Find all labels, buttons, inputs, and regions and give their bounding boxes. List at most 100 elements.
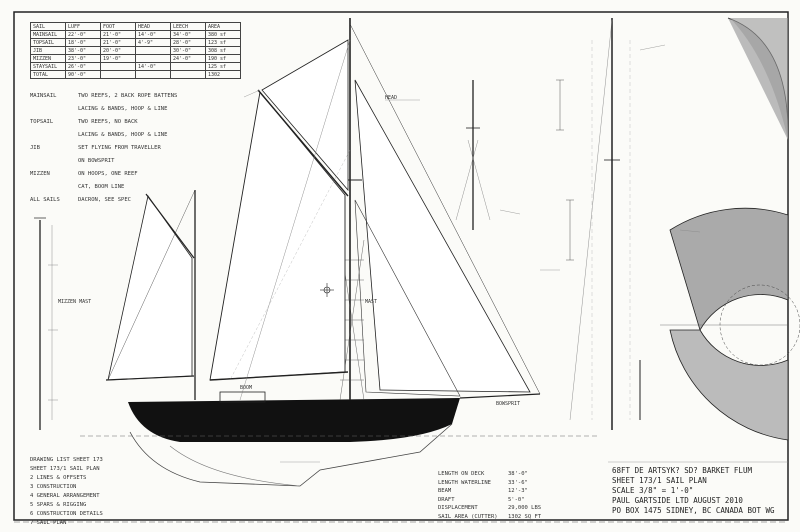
note-row: LACING & BANDS, HOOP & LINE — [30, 129, 177, 142]
note-row: TOPSAIL TWO REEFS, NO BACK — [30, 116, 177, 129]
note-key: TOPSAIL — [30, 119, 54, 125]
annotation-label: BOOM — [240, 385, 253, 391]
dimension-key: SAIL AREA (CUTTER) — [438, 513, 498, 520]
table-cell: 22'-0" — [65, 30, 101, 39]
title-line: SHEET 173/1 SAIL PLAN — [612, 476, 707, 485]
title-block: 68FT DE ARTSYK? SD? BARKET FLUM SHEET 17… — [612, 466, 797, 516]
list-item: 4 GENERAL ARRANGEMENT — [30, 493, 100, 499]
hull-topsides — [128, 398, 460, 442]
table-cell: AREA — [205, 22, 241, 31]
table-cell: SAIL — [30, 22, 66, 31]
note-key: ALL SAILS — [30, 197, 60, 203]
table-cell: MIZZEN — [30, 54, 66, 63]
mast-taper-line — [569, 19, 613, 421]
table-cell: TOTAL — [30, 70, 66, 79]
table-row: TOTAL 90'-0" 1302 — [30, 70, 241, 79]
list-item: 3 CONSTRUCTION — [30, 484, 77, 490]
table-cell: 1302 — [205, 70, 241, 79]
list-item: 6 CONSTRUCTION DETAILS — [30, 511, 103, 517]
list-item: DRAWING LIST SHEET 173 — [30, 457, 103, 463]
table-cell: MAINSAIL — [30, 30, 66, 39]
table-cell — [135, 54, 171, 63]
table-row: MAINSAIL 22'-0" 21'-0" 14'-0" 34'-0" 380… — [30, 30, 241, 39]
note-row: ON BOWSPRIT — [30, 155, 177, 168]
table-cell: LUFF — [65, 22, 101, 31]
dimension-row: SAIL AREA (CUTTER)1302 SQ FT — [438, 513, 541, 522]
annotation-label: MIZZEN MAST — [58, 299, 92, 305]
dimension-row: BEAM 12'-3" — [438, 487, 541, 496]
sail-area-table: SAIL LUFF FOOT HEAD LEECH AREA MAINSAIL … — [30, 22, 241, 79]
hull-underbody — [129, 423, 453, 487]
keel-line — [169, 445, 301, 487]
note-value: DACRON, SEE SPEC — [78, 197, 131, 203]
table-cell: 30'-0" — [170, 46, 206, 55]
annotation-label: HEAD — [385, 95, 398, 101]
dimension-key: DISPLACEMENT — [438, 505, 478, 511]
dimension-key: BEAM — [438, 488, 452, 494]
table-cell: 20'-0" — [100, 46, 136, 55]
table-row: MIZZEN 23'-0" 19'-0" 24'-0" 190 sf — [30, 54, 241, 63]
mast-ring-section-lower — [669, 329, 789, 441]
dimension-value: 12'-3" — [508, 488, 528, 494]
table-cell: TOPSAIL — [30, 38, 66, 47]
drawing-list: DRAWING LIST SHEET 173 SHEET 173/1 SAIL … — [30, 456, 103, 528]
note-key — [30, 103, 78, 116]
reef-line — [229, 149, 351, 381]
list-item: 5 SPARS & RIGGING — [30, 502, 87, 508]
table-cell: 28'-0" — [170, 38, 206, 47]
annotation-label: MAST — [365, 299, 378, 305]
note-key: MAINSAIL — [30, 93, 57, 99]
note-key — [30, 129, 78, 142]
table-cell: 23'-0" — [65, 54, 101, 63]
staysail — [354, 199, 461, 397]
note-value: LACING & BANDS, HOOP & LINE — [78, 106, 168, 112]
table-cell: 190 sf — [205, 54, 241, 63]
list-item: 2 LINES & OFFSETS — [30, 475, 87, 481]
table-cell: 90'-0" — [65, 70, 101, 79]
table-cell: 19'-0" — [100, 54, 136, 63]
annotation-label: BOWSPRIT — [496, 401, 521, 407]
note-value: SET FLYING FROM TRAVELLER — [78, 145, 161, 151]
centre-of-effort-mark — [320, 283, 334, 297]
note-value: LACING & BANDS, HOOP & LINE — [78, 132, 168, 138]
dimension-ticks — [556, 79, 574, 261]
table-cell — [170, 62, 206, 71]
note-value: CAT, BOOM LINE — [78, 184, 125, 190]
dimension-key: DRAFT — [438, 496, 455, 503]
table-cell: 38'-0" — [65, 46, 101, 55]
main-boom — [209, 371, 349, 381]
title-line: 68FT DE ARTSYK? SD? BARKET FLUM — [612, 466, 752, 475]
forestay — [349, 23, 541, 395]
table-cell: LEECH — [170, 22, 206, 31]
list-item: SHEET 173/1 SAIL PLAN — [30, 466, 100, 472]
table-row: SAIL LUFF FOOT HEAD LEECH AREA — [30, 22, 241, 31]
table-cell: 308 sf — [205, 46, 241, 55]
table-cell — [100, 62, 136, 71]
main-gaff — [257, 89, 349, 197]
leader-lines — [243, 44, 701, 463]
table-cell — [135, 46, 171, 55]
table-cell: 21'-0" — [100, 30, 136, 39]
table-cell — [135, 70, 171, 79]
note-value: TWO REEFS, NO BACK — [78, 119, 138, 125]
table-cell — [170, 70, 206, 79]
table-cell: 21'-0" — [100, 38, 136, 47]
table-cell: 123 sf — [205, 38, 241, 47]
dimension-key: LENGTH ON DECK — [438, 471, 485, 477]
topsail — [261, 39, 349, 192]
jib — [354, 79, 531, 393]
table-cell: 26'-0" — [65, 62, 101, 71]
table-cell: JIB — [30, 46, 66, 55]
bowsprit — [459, 393, 541, 399]
table-row: JIB 38'-0" 20'-0" 30'-0" 308 sf — [30, 46, 241, 55]
table-cell: 14'-0" — [135, 62, 171, 71]
